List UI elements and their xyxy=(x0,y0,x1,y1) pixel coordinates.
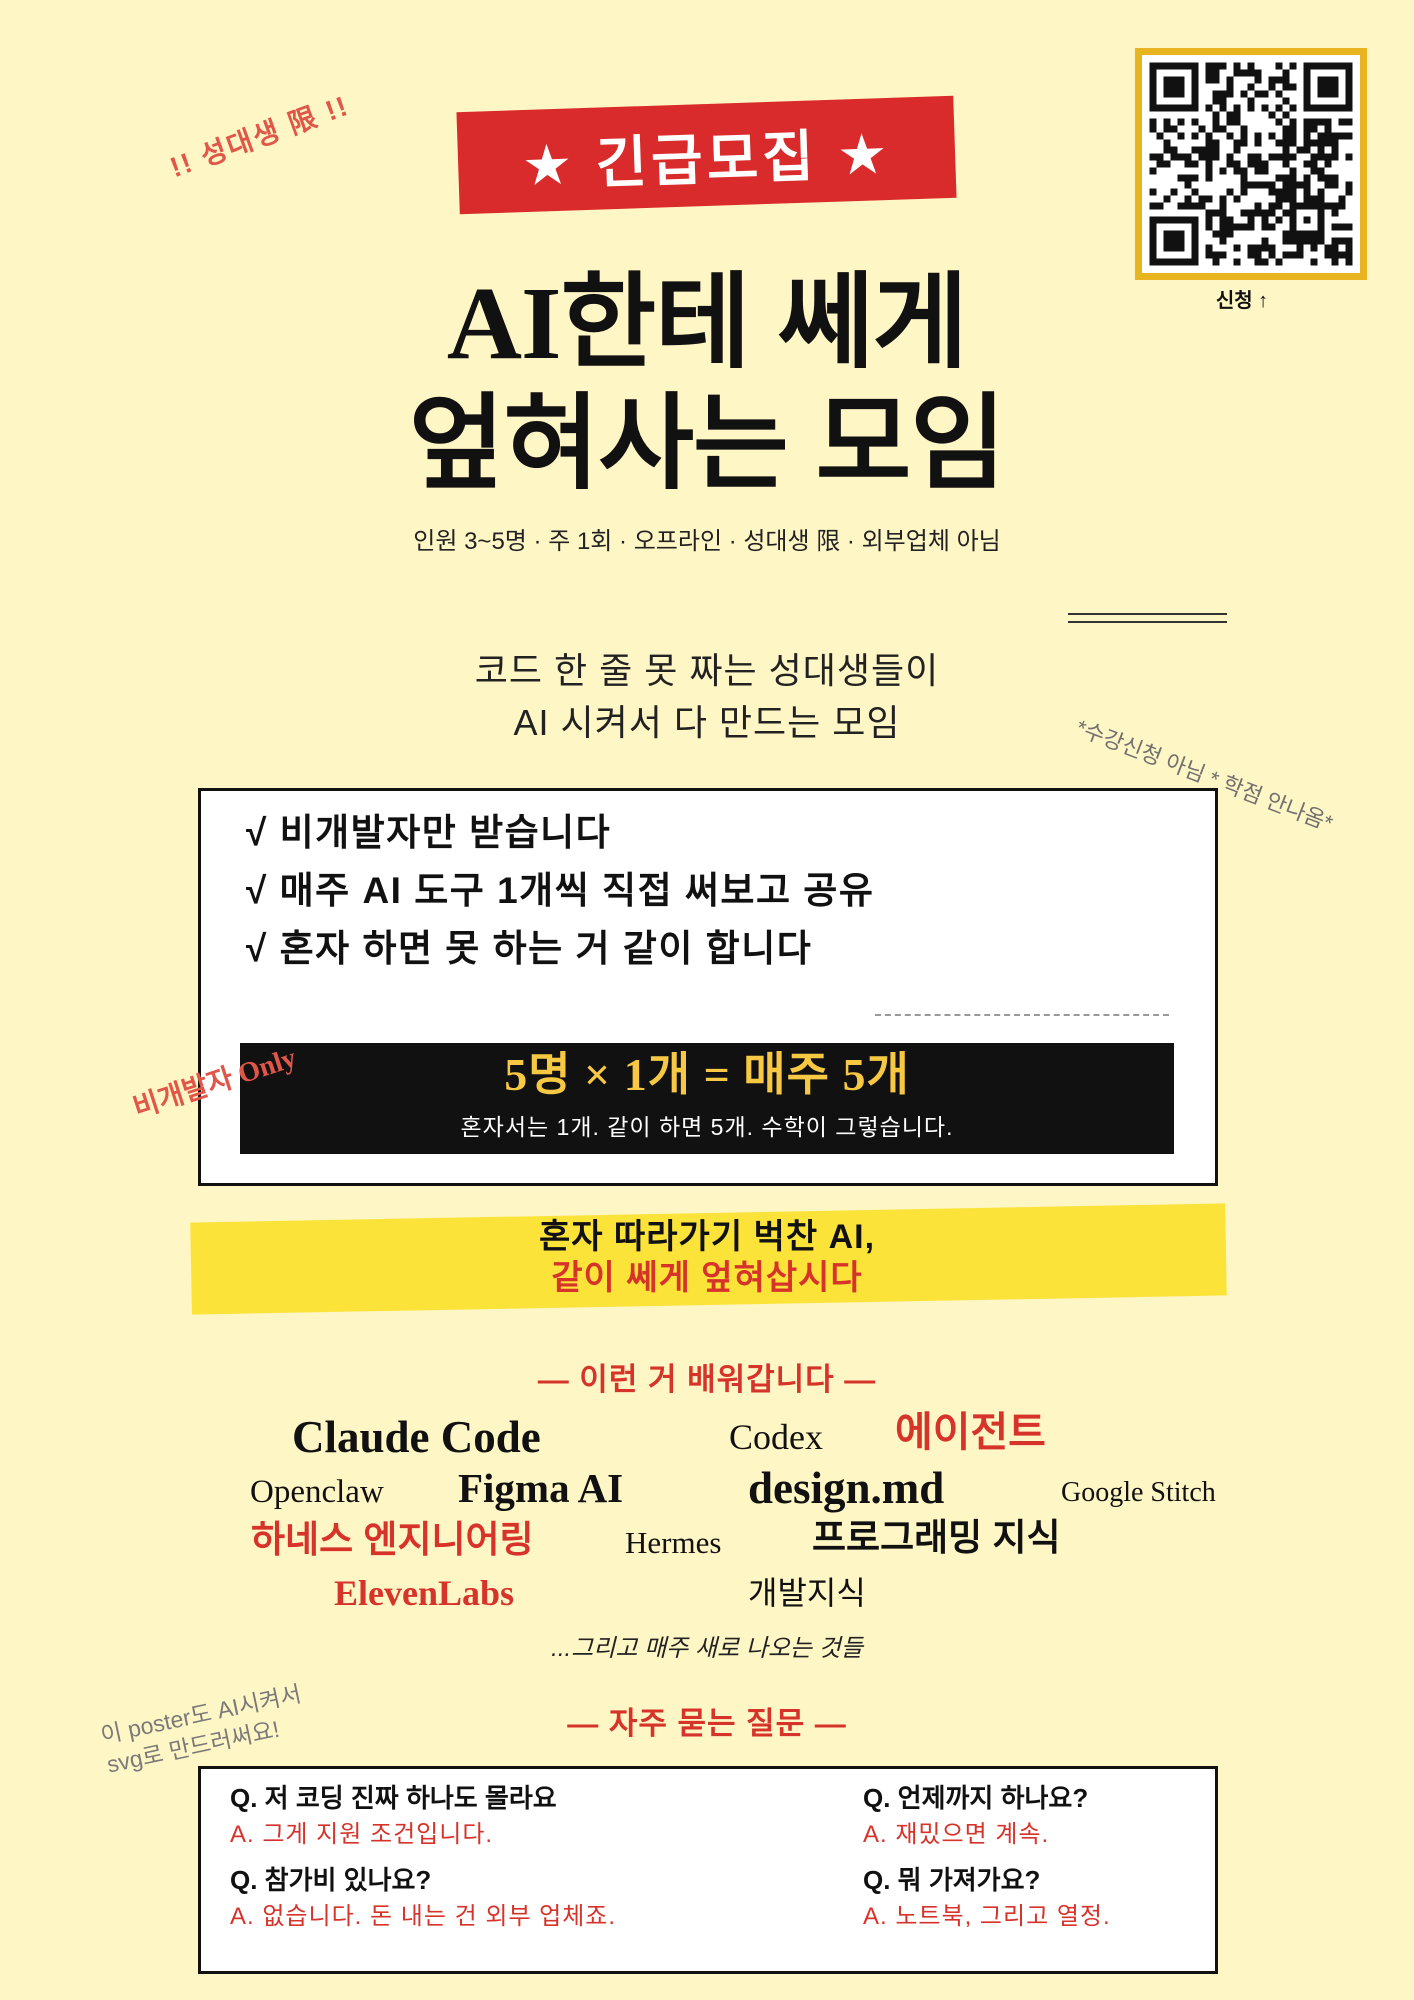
checklist-box: √ 비개발자만 받습니다 √ 매주 AI 도구 1개씩 직접 써보고 공유 √ … xyxy=(198,788,1218,1186)
checklist: √ 비개발자만 받습니다 √ 매주 AI 도구 1개씩 직접 써보고 공유 √ … xyxy=(246,804,874,978)
keyword: Openclaw xyxy=(250,1474,384,1510)
tagline-line-2: AI 시켜서 다 만드는 모임 xyxy=(513,702,901,743)
faq-question: Q. 뭐 가져가요? xyxy=(863,1865,1041,1895)
title-line-1: AI한테 쎄게 xyxy=(0,263,1414,384)
qr-code-icon xyxy=(1142,55,1360,273)
faq-item: Q. 언제까지 하나요? A. 재밌으면 계속. xyxy=(863,1782,1088,1850)
keyword: ElevenLabs xyxy=(334,1573,515,1613)
double-rule-divider xyxy=(1068,613,1227,623)
keyword: Google Stitch xyxy=(1061,1477,1216,1508)
faq-question: Q. 언제까지 하나요? xyxy=(863,1783,1089,1813)
faq-answer: A. 재밌으면 계속. xyxy=(863,1821,1050,1848)
faq-answer: A. 노트북, 그리고 열정. xyxy=(863,1903,1111,1930)
faq-question: Q. 참가비 있나요? xyxy=(230,1865,432,1895)
checklist-item: √ 매주 AI 도구 1개씩 직접 써보고 공유 xyxy=(246,870,875,911)
keyword: 에이전트 xyxy=(895,1409,1046,1455)
keyword: Hermes xyxy=(625,1525,722,1560)
title-latin-part: AI xyxy=(446,266,562,381)
checklist-item: √ 비개발자만 받습니다 xyxy=(246,812,612,853)
faq-item: Q. 뭐 가져가요? A. 노트북, 그리고 열정. xyxy=(863,1864,1111,1932)
faq-heading: — 자주 묻는 질문 — xyxy=(567,1706,847,1741)
formula-panel: 5명 × 1개 = 매주 5개 혼자서는 1개. 같이 하면 5개. 수학이 그… xyxy=(240,1043,1174,1154)
qr-pattern xyxy=(1149,62,1353,266)
tagline-line-1: 코드 한 줄 못 짜는 성대생들이 xyxy=(474,650,940,691)
keyword: Claude Code xyxy=(292,1412,541,1462)
corner-note: !! 성대생 限 !! xyxy=(165,89,354,184)
highlight-line-2: 같이 쎄게 엎혀삽시다 xyxy=(551,1259,863,1297)
tagline: 코드 한 줄 못 짜는 성대생들이 AI 시켜서 다 만드는 모임 xyxy=(0,645,1414,749)
info-line: 인원 3~5명 · 주 1회 · 오프라인 · 성대생 限 · 외부업체 아님 xyxy=(413,528,1001,555)
faq-answer: A. 그게 지원 조건입니다. xyxy=(230,1821,494,1848)
highlight-line-1: 혼자 따라가기 벅찬 AI, xyxy=(538,1218,876,1256)
faq-box: Q. 저 코딩 진짜 하나도 몰라요 A. 그게 지원 조건입니다. Q. 언제… xyxy=(198,1766,1218,1974)
learn-heading: — 이런 거 배워갑니다 — xyxy=(537,1362,877,1397)
keyword: 프로그래밍 지식 xyxy=(812,1517,1061,1558)
page-title: AI한테 쎄게 엎혀사는 모임 xyxy=(0,263,1414,505)
qr-caption: 신청 ↑ xyxy=(1215,290,1269,312)
formula-main: 5명 × 1개 = 매주 5개 xyxy=(504,1049,910,1100)
faq-answer: A. 없습니다. 돈 내는 건 외부 업체죠. xyxy=(230,1903,617,1930)
qr-code xyxy=(1135,48,1367,280)
banner-label: ★ 긴급모집 ★ xyxy=(520,121,893,197)
learn-footer: ...그리고 매주 새로 나오는 것들 xyxy=(551,1635,863,1662)
keyword: design.md xyxy=(748,1463,945,1513)
dashed-divider xyxy=(875,1014,1169,1016)
keyword: 개발지식 xyxy=(748,1575,866,1611)
title-korean-part: 한테 쎄게 xyxy=(560,265,968,381)
keyword: 하네스 엔지니어링 xyxy=(251,1519,534,1560)
faq-question: Q. 저 코딩 진짜 하나도 몰라요 xyxy=(230,1783,557,1813)
formula-sub: 혼자서는 1개. 같이 하면 5개. 수학이 그렇습니다. xyxy=(460,1114,954,1140)
urgent-banner: ★ 긴급모집 ★ xyxy=(456,95,957,215)
highlight-text: 혼자 따라가기 벅찬 AI, 같이 쎄게 엎혀삽시다 xyxy=(0,1217,1414,1299)
keyword: Codex xyxy=(729,1417,823,1457)
keyword: Figma AI xyxy=(458,1465,624,1511)
faq-item: Q. 저 코딩 진짜 하나도 몰라요 A. 그게 지원 조건입니다. xyxy=(230,1782,557,1850)
faq-item: Q. 참가비 있나요? A. 없습니다. 돈 내는 건 외부 업체죠. xyxy=(230,1864,616,1932)
title-line-2: 엎혀사는 모임 xyxy=(409,386,1006,502)
checklist-item: √ 혼자 하면 못 하는 거 같이 합니다 xyxy=(246,928,813,969)
